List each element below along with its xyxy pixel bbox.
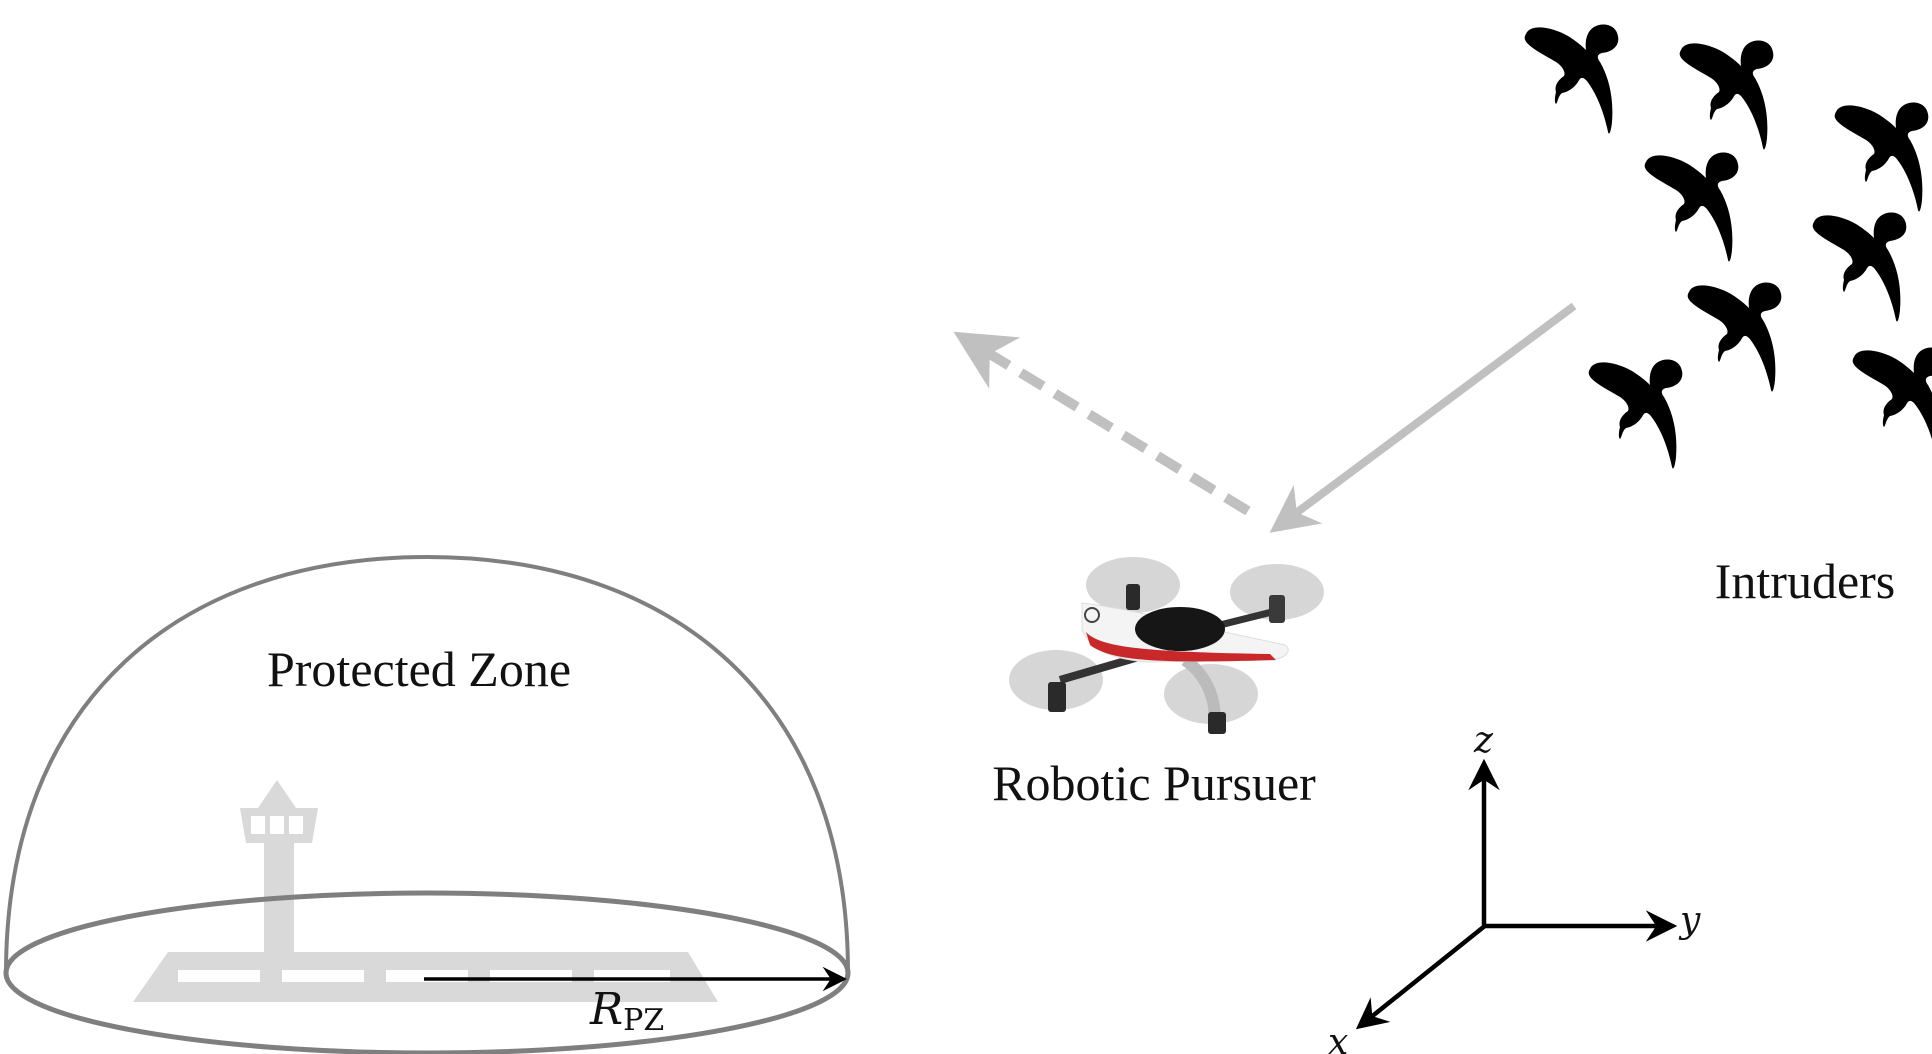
- pursuer-escape-arrow: [953, 331, 1251, 516]
- bird-icon: [1687, 282, 1782, 392]
- protected-zone-label: Protected Zone: [267, 641, 571, 697]
- dome-outline: [4, 554, 850, 974]
- z-axis-label: z: [1473, 720, 1494, 761]
- protected-zone: RPZ Protected Zone: [3, 554, 851, 1054]
- airport-tower-icon: [133, 780, 718, 1002]
- bird-icon: [1834, 102, 1929, 212]
- x-axis: [1355, 923, 1488, 1030]
- quadrotor-drone-icon: [1009, 557, 1324, 734]
- bird-icon: [1588, 359, 1683, 469]
- intruder-flock: [1524, 24, 1932, 469]
- x-axis-label: x: [1328, 1022, 1348, 1054]
- bird-icon: [1812, 212, 1907, 322]
- coordinate-axes: [1355, 758, 1678, 1030]
- radius-label: RPZ: [589, 984, 664, 1038]
- y-axis-label: y: [1678, 900, 1701, 941]
- dome-base-ellipse: [3, 890, 851, 1054]
- intruder-approach-arrow: [1269, 302, 1577, 533]
- bird-icon: [1644, 152, 1739, 262]
- bird-icon: [1524, 24, 1619, 134]
- bird-icon: [1679, 40, 1774, 150]
- intruders-label: Intruders: [1715, 553, 1896, 609]
- pursuer-label: Robotic Pursuer: [992, 755, 1316, 811]
- bird-icon: [1852, 347, 1932, 457]
